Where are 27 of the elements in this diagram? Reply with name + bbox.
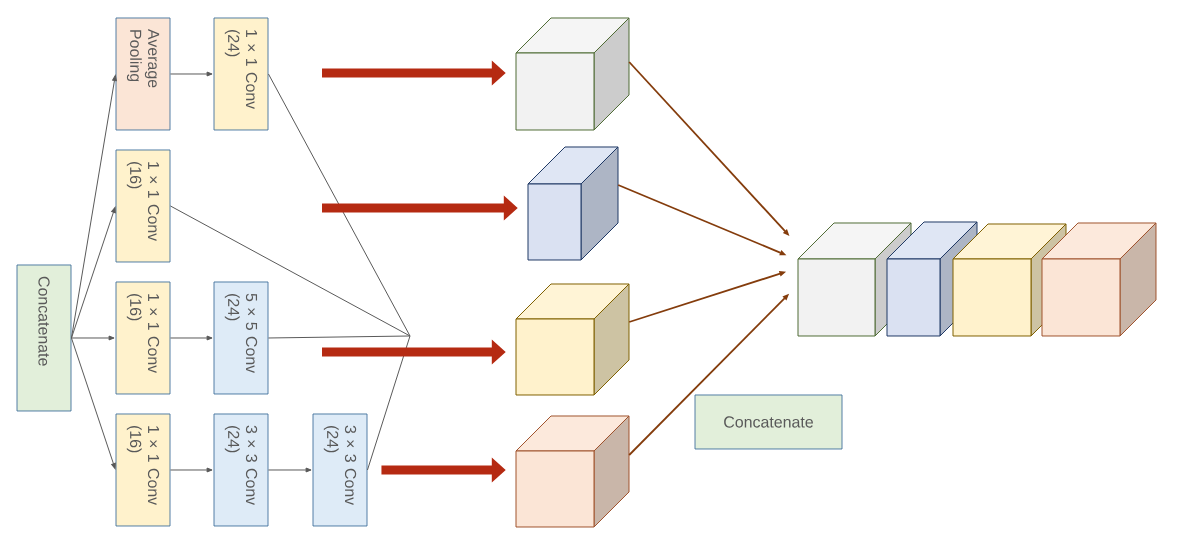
arrow [70, 335, 115, 341]
layer-box: 3 × 3 Conv (24) [312, 413, 368, 527]
layer-box: 3 × 3 Conv (24) [213, 413, 269, 527]
cube-drawing [515, 283, 630, 396]
arrow [169, 335, 213, 341]
connector-line [267, 73, 411, 337]
layer-box: Average Pooling [115, 17, 171, 131]
layer-box: 5 × 5 Conv (24) [213, 281, 269, 395]
layer-box: 1 × 1 Conv (16) [115, 413, 171, 527]
cube-drawing [527, 146, 619, 261]
cube-drawing [515, 17, 630, 131]
arrow [70, 74, 117, 339]
arrow [169, 467, 213, 473]
arrow [169, 71, 213, 77]
arrow [70, 206, 116, 339]
layer-box: 1 × 1 Conv (16) [115, 281, 171, 395]
layer-box: 1 × 1 Conv (16) [115, 149, 171, 263]
layer-box: Concatenate [16, 264, 72, 412]
connector-line [267, 335, 411, 339]
connector-line [366, 335, 411, 471]
cube-drawing [515, 415, 630, 528]
arrow [70, 337, 116, 470]
layer-box: Concatenate [694, 394, 843, 450]
layer-box: 1 × 1 Conv (24) [213, 17, 269, 131]
cube-drawing [1041, 222, 1157, 337]
connector-line [169, 205, 411, 337]
arrow [267, 467, 312, 473]
